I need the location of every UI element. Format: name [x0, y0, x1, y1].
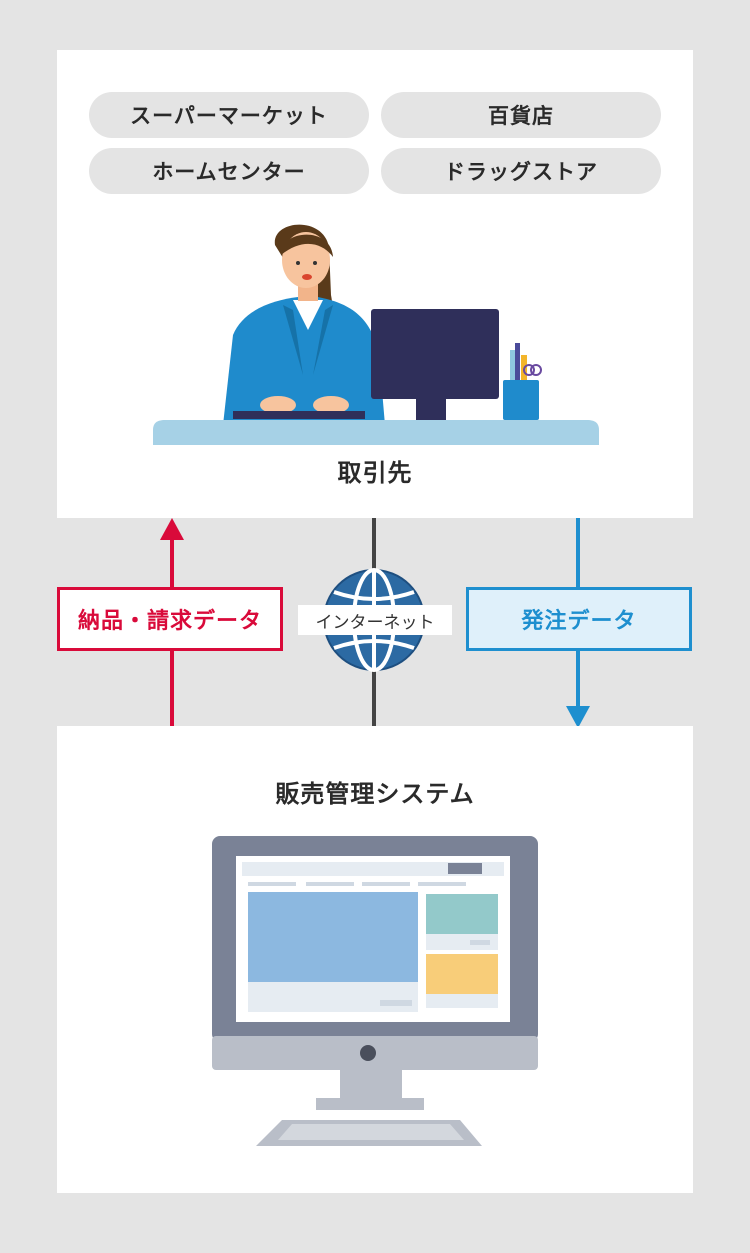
up-arrow-icon [160, 518, 184, 540]
down-arrow-icon [566, 706, 590, 728]
invoice-data-label: 納品・請求データ [57, 587, 283, 651]
office-worker-at-desk-icon [153, 224, 599, 445]
desktop-computer-icon [212, 836, 538, 1146]
system-panel: 販売管理システム [57, 726, 693, 1193]
partner-type-pill: 百貨店 [381, 92, 661, 138]
partner-type-pill: スーパーマーケット [89, 92, 369, 138]
internet-label: インターネット [298, 605, 452, 635]
system-label: 販売管理システム [275, 780, 475, 808]
partner-label: 取引先 [337, 459, 413, 487]
order-data-label: 発注データ [466, 587, 692, 651]
partner-type-pill: ホームセンター [89, 148, 369, 194]
partner-type-pill: ドラッグストア [381, 148, 661, 194]
partner-panel: スーパーマーケット 百貨店 ホームセンター ドラッグストア [57, 50, 693, 518]
